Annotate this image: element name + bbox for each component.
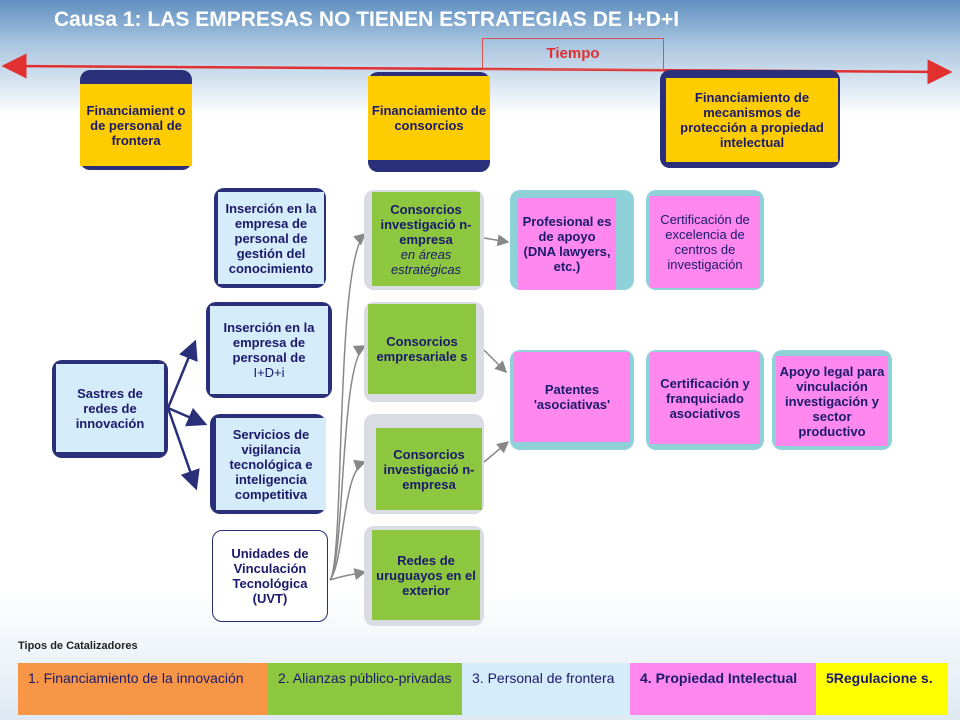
legend-item-financiamiento: 1. Financiamiento de la innovación: [18, 663, 268, 715]
uvt-curve-4: [329, 568, 367, 581]
financing-consorcios-box: Financiamiento de consorcios: [368, 76, 490, 160]
financing-personal-box: Financiamient o de personal de frontera: [80, 84, 192, 166]
uvt-curve-2: [329, 345, 367, 581]
outcome-profesionales-box: Profesional es de apoyo (DNA lawyers, et…: [518, 198, 616, 290]
legend-item-regulaciones: 5Regulacione s.: [816, 663, 948, 715]
hub-arrow-3: [166, 407, 200, 491]
consortia-inv-box: Consorcios investigació n-empresa: [376, 428, 482, 510]
uvt-curve-1: [329, 233, 367, 581]
hub-box: Sastres de redes de innovación: [56, 364, 164, 452]
hub-arrow-2: [167, 406, 208, 427]
branch-gestion-box: Inserción en la empresa de personal de g…: [218, 192, 324, 284]
consortia-redes-box: Redes de uruguayos en el exterior: [372, 530, 480, 620]
branch-uvt-box: Unidades de Vinculación Tecnológica (UVT…: [212, 530, 328, 622]
outcome-cert-excelencia-box: Certificación de excelencia de centros d…: [650, 196, 760, 288]
branch-insercion-box: Inserción en la empresa de personal de I…: [210, 306, 328, 394]
legend-item-propiedad: 4. Propiedad Intelectual: [630, 663, 816, 715]
financing-mecanismos-box: Financiamiento de mecanismos de protecci…: [666, 78, 838, 162]
branch-insercion-bold: Inserción en la empresa de personal de: [223, 320, 315, 365]
outcome-patentes-box: Patentes 'asociativas': [514, 352, 630, 442]
legend-title: Tipos de Catalizadores: [18, 640, 138, 652]
link-empresariales-patentes: [483, 349, 508, 374]
consortia-areas-main: Consorcios investigació n-empresa: [380, 201, 472, 247]
link-areas-profesionales: [483, 234, 510, 247]
outcome-cert-franquiciado-box: Certificación y franquiciado asociativos: [650, 352, 760, 444]
link-inv-patentes: [483, 441, 510, 463]
uvt-curve-3: [329, 459, 367, 581]
branch-insercion-rest: I+D+i: [253, 365, 285, 380]
hub-arrow-1: [166, 339, 198, 409]
consortia-empresariales-box: Consorcios empresariale s: [368, 304, 476, 394]
timeline-label: Tiempo: [482, 38, 664, 70]
legend-item-alianzas: 2. Alianzas público-privadas: [268, 663, 462, 715]
consortia-areas-box: Consorcios investigació n-empresa en áre…: [372, 192, 480, 286]
page-title: Causa 1: LAS EMPRESAS NO TIENEN ESTRATEG…: [54, 8, 680, 31]
legend-item-personal: 3. Personal de frontera: [462, 663, 630, 715]
consortia-areas-italic: en áreas estratégicas: [390, 246, 462, 277]
branch-vigilancia-box: Servicios de vigilancia tecnológica e in…: [216, 418, 326, 510]
outcome-apoyo-legal-box: Apoyo legal para vinculación investigaci…: [776, 356, 888, 446]
